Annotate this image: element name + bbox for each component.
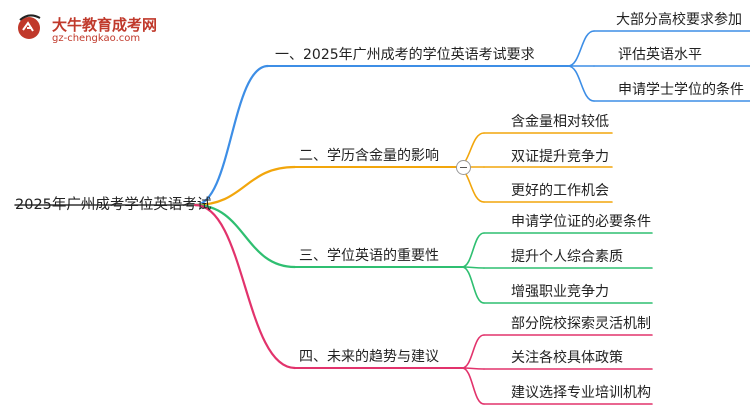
- collapse-toggle[interactable]: [456, 160, 471, 175]
- leaf-2-1: 含金量相对较低: [511, 114, 609, 130]
- leaf-4-1-connector: [461, 334, 485, 369]
- branch-3-label: 三、学位英语的重要性: [299, 248, 439, 264]
- branch-1-label: 一、2025年广州成考的学位英语考试要求: [275, 47, 535, 63]
- branch-4-label: 四、未来的趋势与建议: [299, 349, 439, 365]
- leaf-1-1-connector: [567, 30, 595, 67]
- branch-2-connector: [193, 165, 297, 207]
- root-topic: 2025年广州成考学位英语考试: [15, 197, 212, 213]
- leaf-1-3: 申请学士学位的条件: [618, 82, 744, 98]
- logo-name: 大牛教育成考网: [52, 16, 158, 34]
- branch-1-connector: [193, 64, 270, 207]
- site-logo: 大牛教育成考网 gz-chengkao.com: [14, 10, 159, 50]
- bull-logo-icon: [18, 14, 41, 39]
- leaf-3-3-connector: [461, 266, 485, 304]
- leaf-2-3: 更好的工作机会: [511, 183, 609, 199]
- leaf-4-3: 建议选择专业培训机构: [511, 385, 651, 401]
- leaf-4-3-connector: [461, 367, 485, 405]
- leaf-1-3-connector: [567, 65, 595, 102]
- branch-2-label: 二、学历含金量的影响: [299, 148, 439, 164]
- branch-4-connector: [193, 203, 297, 370]
- mindmap-edges: [14, 30, 750, 405]
- leaf-4-1: 部分院校探索灵活机制: [511, 316, 651, 332]
- leaf-1-2: 评估英语水平: [618, 47, 702, 63]
- leaf-2-2: 双证提升竞争力: [511, 149, 609, 165]
- branch-3-connector: [193, 203, 297, 269]
- leaf-4-2: 关注各校具体政策: [511, 350, 623, 366]
- leaf-3-1: 申请学位证的必要条件: [511, 214, 651, 230]
- leaf-3-3: 增强职业竞争力: [511, 284, 609, 300]
- logo-url: gz-chengkao.com: [52, 33, 141, 44]
- leaf-1-1: 大部分高校要求参加: [616, 12, 742, 28]
- leaf-3-2: 提升个人综合素质: [511, 249, 623, 265]
- leaf-3-1-connector: [461, 232, 485, 268]
